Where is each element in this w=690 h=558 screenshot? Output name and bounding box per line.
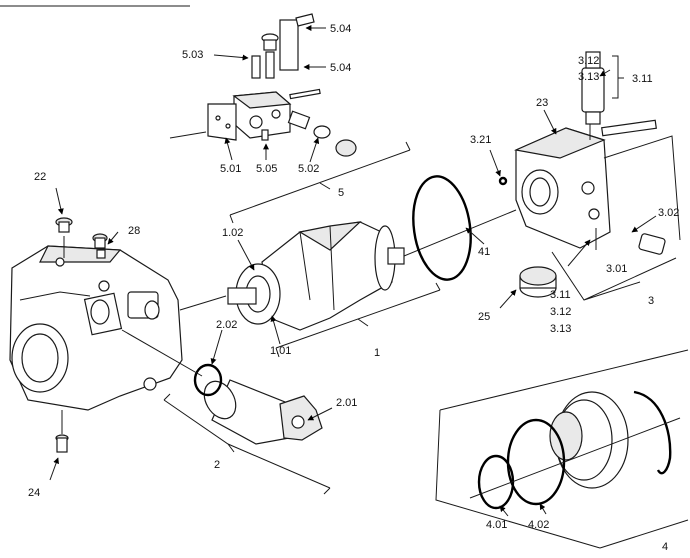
leader-arrows <box>49 25 657 517</box>
label-5: 5 <box>338 187 344 199</box>
bracket-2-line <box>163 393 331 495</box>
part-labels: 5.04 5.03 5.04 5.01 5.05 5.02 5 3.12 3.1… <box>28 23 679 553</box>
label-3-11-bottom: 3.11 <box>550 289 571 301</box>
label-2-02: 2.02 <box>216 319 237 331</box>
label-4: 4 <box>662 541 668 553</box>
plug-22 <box>55 217 73 233</box>
label-3-02: 3.02 <box>658 207 679 219</box>
label-3-13-top: 3.13 <box>578 71 599 83</box>
bracket-1-line <box>275 282 441 358</box>
label-41: 41 <box>478 246 490 258</box>
o-ring-4-01 <box>477 454 515 510</box>
label-4-02: 4.02 <box>528 519 549 531</box>
label-2-01: 2.01 <box>336 397 357 409</box>
label-5-01: 5.01 <box>220 163 241 175</box>
label-24: 24 <box>28 487 40 499</box>
label-3-01: 3.01 <box>606 263 627 275</box>
label-3-13-bottom: 3.13 <box>550 323 571 335</box>
label-3-12-bottom: 3.12 <box>550 306 571 318</box>
o-ring-4-02 <box>506 418 566 506</box>
label-23: 23 <box>536 97 548 109</box>
plug-28 <box>92 233 108 259</box>
label-2: 2 <box>214 459 220 471</box>
label-5-02: 5.02 <box>298 163 319 175</box>
port-plate-3 <box>498 51 666 298</box>
rotary-group <box>227 221 405 331</box>
bracket-5-line <box>229 149 411 216</box>
pulley-4 <box>549 391 629 489</box>
label-3-21: 3.21 <box>470 134 491 146</box>
label-25: 25 <box>478 311 490 323</box>
label-3-11-top: 3.11 <box>632 73 653 85</box>
bracket-3-line <box>551 251 677 301</box>
main-housing <box>9 245 183 411</box>
snap-ring <box>633 390 672 475</box>
o-ring-41 <box>412 175 472 281</box>
label-4-01: 4.01 <box>486 519 507 531</box>
brace-3-11 <box>612 55 619 99</box>
bracket-4-line <box>435 349 689 549</box>
label-1-01: 1.01 <box>270 345 291 357</box>
label-1-02: 1.02 <box>222 227 243 239</box>
o-ring-2-02 <box>193 363 223 397</box>
label-5-04-bottom: 5.04 <box>330 62 351 74</box>
label-3-12-top: 3.12 <box>578 55 599 67</box>
label-5-03: 5.03 <box>182 49 203 61</box>
plug-24 <box>55 434 69 453</box>
valve-block-5 <box>169 13 357 157</box>
label-28: 28 <box>128 225 140 237</box>
label-22: 22 <box>34 171 46 183</box>
control-cylinder-2 <box>203 379 323 445</box>
label-5-05: 5.05 <box>256 163 277 175</box>
label-3: 3 <box>648 295 654 307</box>
label-1: 1 <box>374 347 380 359</box>
label-5-04-top: 5.04 <box>330 23 351 35</box>
